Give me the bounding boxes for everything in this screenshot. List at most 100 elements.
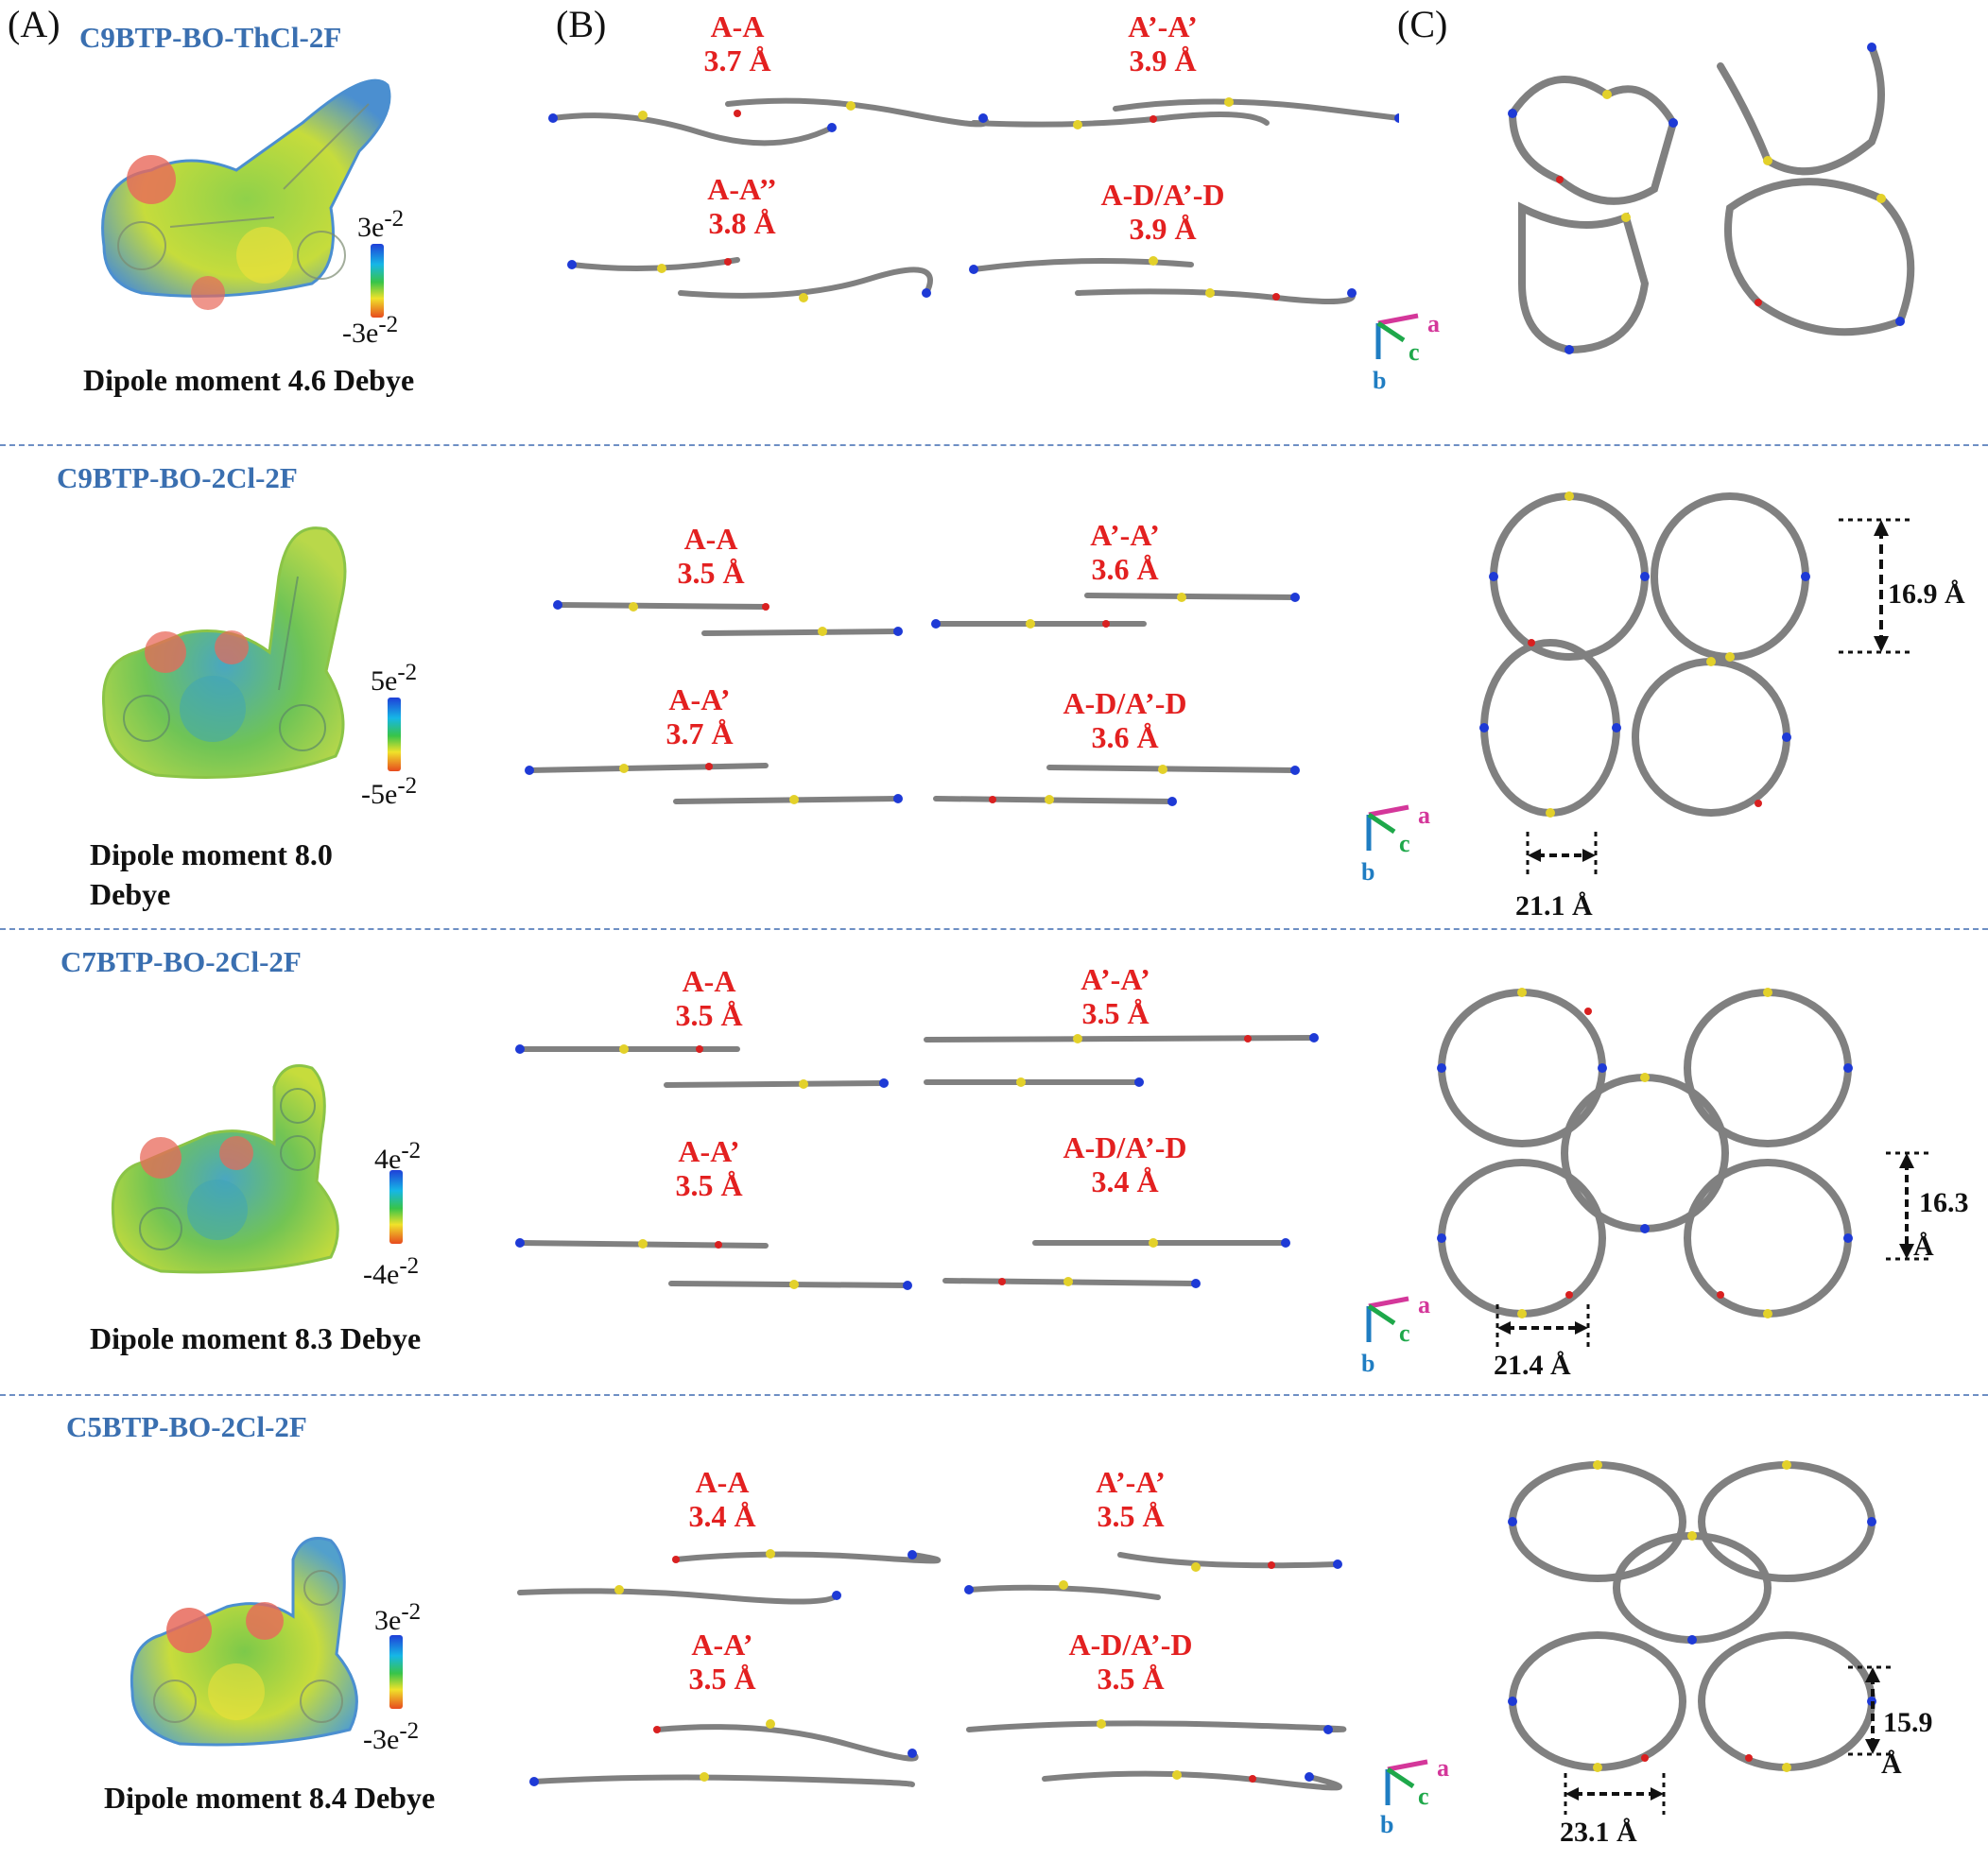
crystal-packing-image [1479,491,1810,818]
dimension-arrow-horizontal [1564,1773,1666,1815]
dipole-moment: Dipole moment 4.6 Debye [83,363,415,397]
colorbar-max-label: 3e [357,212,385,243]
colorbar-min-exponent: -2 [397,773,418,799]
esp-colorbar [388,698,401,771]
dimension-arrow-vertical [1886,1151,1933,1261]
pair-label: A-A’ [668,682,731,716]
molecule-name: C5BTP-BO-2Cl-2F [66,1410,307,1443]
molecular-packing-views [548,97,1399,304]
axis-b-label: b [1361,1350,1375,1377]
molecular-packing-views [515,1033,1319,1290]
stacking-distance: 3.5 Å [688,1662,756,1696]
axis-b-label: b [1380,1811,1394,1838]
esp-surface-image [111,1064,339,1274]
stacking-distance: 3.8 Å [708,206,776,240]
stacking-distance: 3.6 Å [1091,720,1159,754]
pair-label: A-A [682,964,736,998]
pair-label: A-D/A’-D [1063,1130,1187,1164]
dimension-arrow-horizontal [1495,1304,1590,1352]
colorbar-max-label: 3e [374,1605,402,1636]
stacking-distance: 3.4 Å [1091,1164,1159,1198]
dimension-unit: Å [1881,1749,1902,1780]
crystal-packing-image [1508,43,1915,354]
dimension-arrow-vertical [1848,1665,1895,1756]
colorbar-max-exponent: -2 [401,1599,422,1625]
colorbar-max-exponent: -2 [401,1138,422,1163]
pair-label: A-D/A’-D [1100,178,1225,212]
colorbar-min-exponent: -2 [378,312,399,337]
axis-a-label: a [1437,1754,1449,1782]
stacking-distance: 3.7 Å [703,43,771,78]
dimension-arrow-horizontal [1526,832,1598,879]
axis-c-label: c [1399,830,1410,857]
pair-label: A-A’ [691,1628,753,1662]
esp-colorbar [389,1170,403,1244]
dipole-moment-unit: Debye [90,877,171,911]
axis-b-label: b [1373,367,1387,394]
molecule-name: C9BTP-BO-2Cl-2F [57,461,298,494]
axis-triad [1385,1759,1428,1805]
axis-triad [1366,1296,1409,1342]
panel-label-a: (A) [8,3,61,45]
pair-label: A-D/A’-D [1068,1628,1193,1662]
pair-label: A’-A’ [1096,1465,1166,1499]
pair-label: A-A [683,522,738,556]
axis-triad [1366,804,1409,851]
crystal-packing-image [1508,1460,1876,1772]
colorbar-max-exponent: -2 [397,660,418,685]
stacking-distance: 3.9 Å [1129,212,1197,246]
stacking-distance: 3.5 Å [1081,996,1150,1030]
axis-c-label: c [1418,1783,1429,1810]
stacking-distance: 3.9 Å [1129,43,1197,78]
colorbar-min-exponent: -2 [399,1718,420,1744]
row-separator [0,928,1988,930]
stacking-distance: 3.7 Å [666,716,734,750]
pair-label: A-D/A’-D [1063,686,1187,720]
stacking-distance: 3.5 Å [1097,1499,1165,1533]
stacking-distance: 3.5 Å [675,1168,743,1202]
esp-surface-image [101,78,391,310]
pair-label: A-A [695,1465,750,1499]
esp-colorbar [389,1635,403,1709]
pair-label: A’-A’ [1128,9,1198,43]
dipole-moment: Dipole moment 8.3 Debye [90,1321,422,1355]
colorbar-max-label: 5e [371,665,398,697]
colorbar-max-exponent: -2 [384,206,405,232]
axis-c-label: c [1399,1319,1410,1347]
pair-label: A’-A’ [1090,518,1160,552]
molecular-packing-views [517,1549,1347,1791]
dimension-label-vertical: 16.9 Å [1888,578,1965,610]
pair-label: A-A’ [678,1134,740,1168]
dimension-label-vertical: 16.3 [1919,1187,1969,1218]
dimension-label-horizontal: 23.1 Å [1560,1817,1637,1848]
axis-c-label: c [1409,338,1420,366]
esp-surface-image [130,1537,358,1747]
dimension-unit: Å [1913,1231,1934,1262]
colorbar-min-label: -3e [342,318,379,349]
panel-label-b: (B) [556,3,607,45]
dimension-label-horizontal: 21.4 Å [1494,1350,1571,1381]
colorbar-min-label: -4e [363,1259,400,1290]
axis-a-label: a [1427,310,1440,337]
esp-surface-image [101,526,347,779]
stacking-distance: 3.5 Å [675,998,743,1032]
molecular-packing-views [525,593,1300,806]
esp-colorbar [371,244,384,318]
dimension-label-vertical: 15.9 [1883,1707,1933,1738]
crystal-packing-image [1437,988,1853,1318]
axis-triad [1375,313,1419,359]
axis-a-label: a [1418,1291,1430,1318]
colorbar-min-label: -5e [361,779,398,810]
pair-label: A’-A’ [1080,962,1150,996]
row-separator [0,444,1988,446]
dimension-arrow-vertical [1839,518,1914,654]
stacking-distance: 3.5 Å [677,556,745,590]
dimension-label-horizontal: 21.1 Å [1515,890,1593,922]
molecule-name: C9BTP-BO-ThCl-2F [79,21,342,54]
stacking-distance: 3.5 Å [1097,1662,1165,1696]
dipole-moment: Dipole moment 8.4 Debye [104,1781,436,1815]
axis-a-label: a [1418,801,1430,829]
colorbar-max-label: 4e [374,1144,402,1175]
pair-label: A-A’’ [707,172,777,206]
stacking-distance: 3.6 Å [1091,552,1159,586]
